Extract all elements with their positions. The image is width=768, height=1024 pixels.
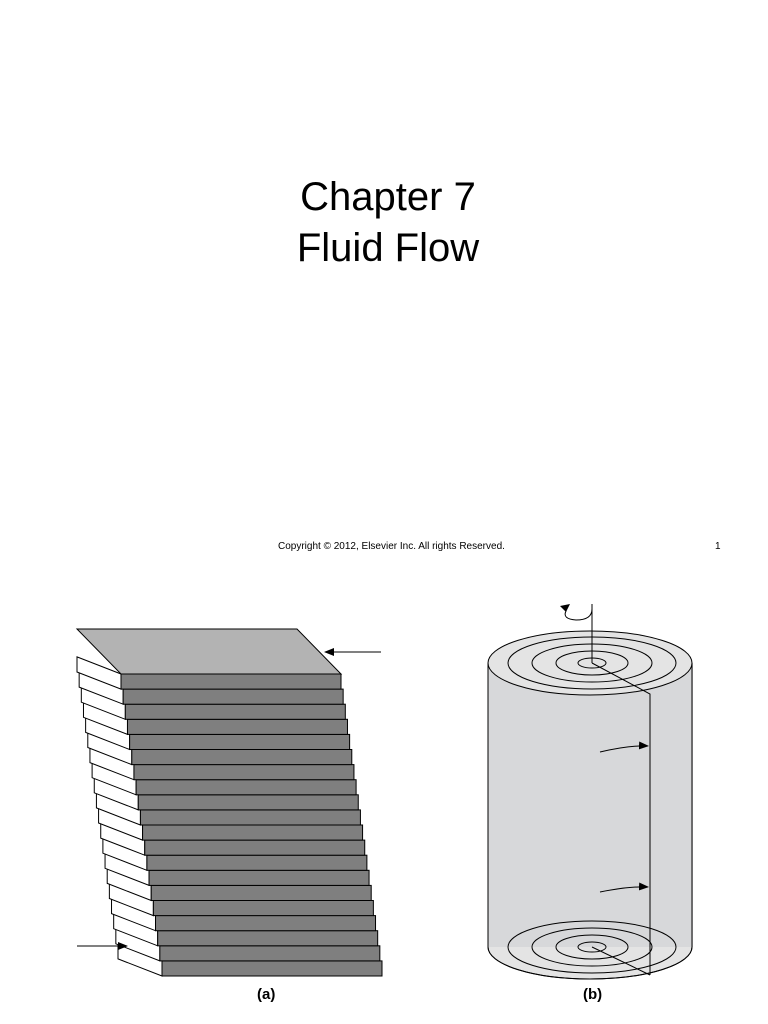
copyright-notice: Copyright © 2012, Elsevier Inc. All righ…	[278, 541, 505, 552]
page-number: 1	[715, 541, 721, 552]
plate-layer	[150, 884, 372, 902]
sheared-plate-stack	[76, 656, 383, 977]
plate-layer	[146, 854, 368, 871]
figure-label-a: (a)	[257, 986, 276, 1003]
streamline-ring	[555, 934, 629, 960]
title-line-chapter: Chapter 7	[300, 175, 476, 219]
plate-layer	[148, 869, 370, 886]
plate-layer	[155, 915, 377, 932]
streamline-ring	[507, 920, 677, 974]
plate-layer	[122, 688, 344, 705]
plate-layer	[139, 809, 361, 826]
plate-layer	[124, 703, 346, 720]
figure-label-b: (b)	[583, 986, 603, 1003]
rotating-cylinder	[487, 604, 693, 980]
plate-layer	[133, 764, 355, 781]
material-line	[591, 662, 651, 975]
slide-title: Chapter 7 Fluid Flow	[0, 172, 768, 274]
plate-layer	[131, 749, 353, 766]
plate-layer	[152, 900, 374, 917]
fluid-flow-figure	[75, 604, 693, 980]
plate-layer	[135, 779, 357, 796]
plate-layer	[161, 960, 383, 977]
plate-layer	[120, 673, 342, 690]
rotation-arrow-icon	[564, 608, 593, 621]
plate-layer	[142, 824, 364, 841]
plate-layer	[129, 733, 351, 751]
title-line-topic: Fluid Flow	[296, 226, 480, 270]
upper-flow-arrow	[599, 741, 649, 753]
plate-layer	[126, 718, 348, 735]
lower-flow-arrow	[599, 882, 649, 893]
bottom-streamline-rings	[507, 920, 677, 974]
streamline-ring	[531, 927, 653, 967]
cylinder-top-face	[487, 630, 693, 696]
plate-layer	[157, 930, 379, 947]
plate-layer	[159, 945, 381, 962]
top-plate-surface	[75, 628, 343, 675]
plate-layer	[137, 794, 359, 811]
streamline-ring	[577, 941, 607, 953]
plate-layer	[144, 839, 366, 856]
